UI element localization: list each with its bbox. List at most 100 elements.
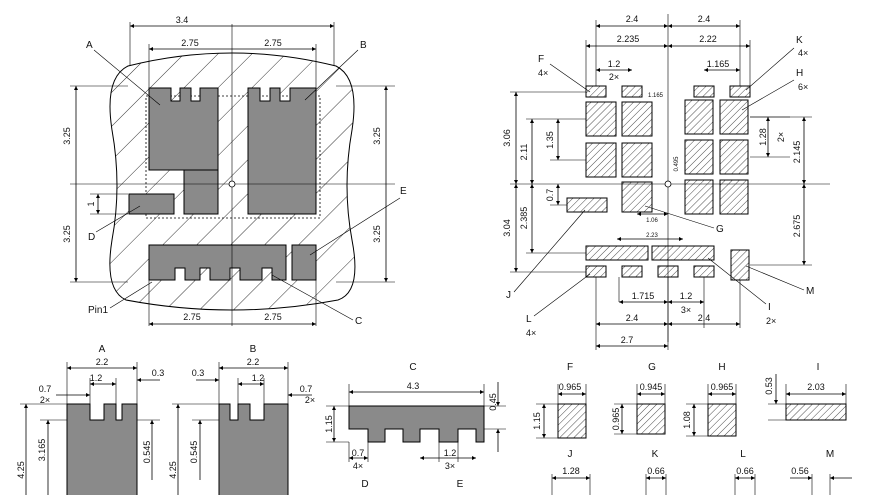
detail-a-left: 0.7 <box>39 384 52 394</box>
detail-m: M 0.56 <box>790 449 852 495</box>
pad-f-3 <box>585 101 617 137</box>
detail-c-title: C <box>409 362 416 373</box>
label-f: F <box>538 54 544 65</box>
detail-c-width: 4.3 <box>407 381 420 391</box>
pad-l-1 <box>585 265 607 278</box>
land-dim-j-offset: 0.7 <box>545 189 555 202</box>
detail-f-height: 1.15 <box>532 412 542 430</box>
center-mark <box>228 180 236 188</box>
detail-j-title: J <box>568 449 573 460</box>
detail-a-pad <box>66 403 138 495</box>
pad-h-1 <box>684 99 714 135</box>
detail-b-height: 4.25 <box>168 461 178 479</box>
label-i: I <box>768 302 771 313</box>
land-dim-left-upper: 3.06 <box>502 129 512 147</box>
land-dim-left-span: 2.235 <box>617 34 640 44</box>
land-dim-bottom-left: 2.4 <box>626 313 639 323</box>
pad-h-5 <box>684 179 714 215</box>
detail-h-title: H <box>718 362 725 373</box>
dim-bottom-left: 2.75 <box>183 312 201 322</box>
land-dim-right-h-pitch: 1.28 <box>758 128 768 146</box>
pad-h-3 <box>684 139 714 175</box>
detail-m-title: M <box>826 449 834 460</box>
pad-d <box>128 193 175 215</box>
detail-d-title: D <box>361 479 368 490</box>
pad-e <box>291 244 317 281</box>
land-dim-bottom-right: 2.4 <box>698 313 711 323</box>
pad-i-2 <box>651 245 715 261</box>
detail-c-left-count: 4× <box>353 461 363 471</box>
land-dim-center-offset: 0.495 <box>674 156 680 172</box>
land-dim-f-pitch: 1.2 <box>608 59 621 69</box>
detail-a-slot: 1.2 <box>90 373 103 383</box>
detail-g: G 0.945 0.965 <box>611 362 666 435</box>
detail-g-width: 0.945 <box>640 382 663 392</box>
detail-a-notch: 0.545 <box>142 441 152 464</box>
detail-b-left: 0.3 <box>192 368 205 378</box>
detail-l-width: 0.66 <box>736 466 754 476</box>
detail-c: C 4.3 1.15 0.45 0.7 4× 1.2 3× D E <box>324 362 506 490</box>
pad-l-3 <box>657 265 679 278</box>
land-dim-right-span: 2.22 <box>699 34 717 44</box>
dim-pad-d-height: 1 <box>86 201 96 206</box>
pad-m <box>730 249 750 281</box>
detail-b-width: 2.2 <box>247 357 260 367</box>
detail-c-pitch-count: 3× <box>445 461 455 471</box>
label-k: K <box>796 35 803 46</box>
detail-k: K 0.66 <box>645 449 667 495</box>
label-pin1: Pin1 <box>88 305 108 316</box>
detail-f-pad <box>557 403 587 439</box>
land-dim-bottom-total: 2.7 <box>621 335 634 345</box>
pad-h-6 <box>719 179 749 215</box>
land-dim-left-lower-inner: 2.385 <box>519 207 529 230</box>
dim-bottom-right: 2.75 <box>264 312 282 322</box>
detail-b: B 2.2 1.2 0.3 0.7 2× 4.25 0.545 <box>168 344 315 495</box>
detail-e-title: E <box>457 479 464 490</box>
pad-f-6 <box>621 142 653 178</box>
label-e: E <box>400 186 407 197</box>
label-g: G <box>716 224 724 235</box>
detail-b-right: 0.7 <box>300 384 313 394</box>
pad-h-4 <box>719 139 749 175</box>
detail-a-height: 4.25 <box>16 461 26 479</box>
detail-f-title: F <box>567 362 573 373</box>
label-i-count: 2× <box>766 316 776 326</box>
pad-l-2 <box>621 265 643 278</box>
detail-a-title: A <box>99 344 106 355</box>
label-l: L <box>526 314 532 325</box>
dim-half-b: 2.75 <box>264 38 282 48</box>
land-dim-right-lower: 2.675 <box>792 215 802 238</box>
pad-f-5 <box>585 142 617 178</box>
label-j: J <box>506 290 511 301</box>
detail-j-width: 1.28 <box>562 466 580 476</box>
land-dim-f-pitch-count: 2× <box>609 72 619 82</box>
label-d: D <box>88 232 95 243</box>
land-dim-bottom-mid: 1.715 <box>632 291 655 301</box>
detail-a-width: 2.2 <box>96 357 109 367</box>
dim-right-lower: 3.25 <box>372 225 382 243</box>
land-dim-i-span: 2.23 <box>646 233 658 239</box>
detail-k-width: 0.66 <box>647 466 665 476</box>
detail-b-slot: 1.2 <box>252 373 265 383</box>
detail-b-right-count: 2× <box>305 395 315 405</box>
land-dim-left-lower: 3.04 <box>502 219 512 237</box>
pad-h-2 <box>719 99 749 135</box>
land-dim-top-right: 2.4 <box>698 14 711 24</box>
detail-h-pad <box>707 403 737 437</box>
dim-right-upper: 3.25 <box>372 127 382 145</box>
land-dim-g-offset: 1.06 <box>646 218 658 224</box>
detail-j: J 1.28 <box>551 449 591 495</box>
label-f-count: 4× <box>538 68 548 78</box>
detail-h-height: 1.08 <box>682 411 692 429</box>
detail-a-left-count: 2× <box>40 395 50 405</box>
detail-l-title: L <box>740 449 746 460</box>
detail-h-width: 0.965 <box>711 382 734 392</box>
detail-i-title: I <box>817 362 820 373</box>
pad-j <box>566 197 608 213</box>
pad-g <box>621 181 653 213</box>
detail-g-title: G <box>648 362 656 373</box>
dim-left-upper: 3.25 <box>62 127 72 145</box>
detail-l: L 0.66 <box>734 449 756 495</box>
label-h: H <box>796 68 803 79</box>
